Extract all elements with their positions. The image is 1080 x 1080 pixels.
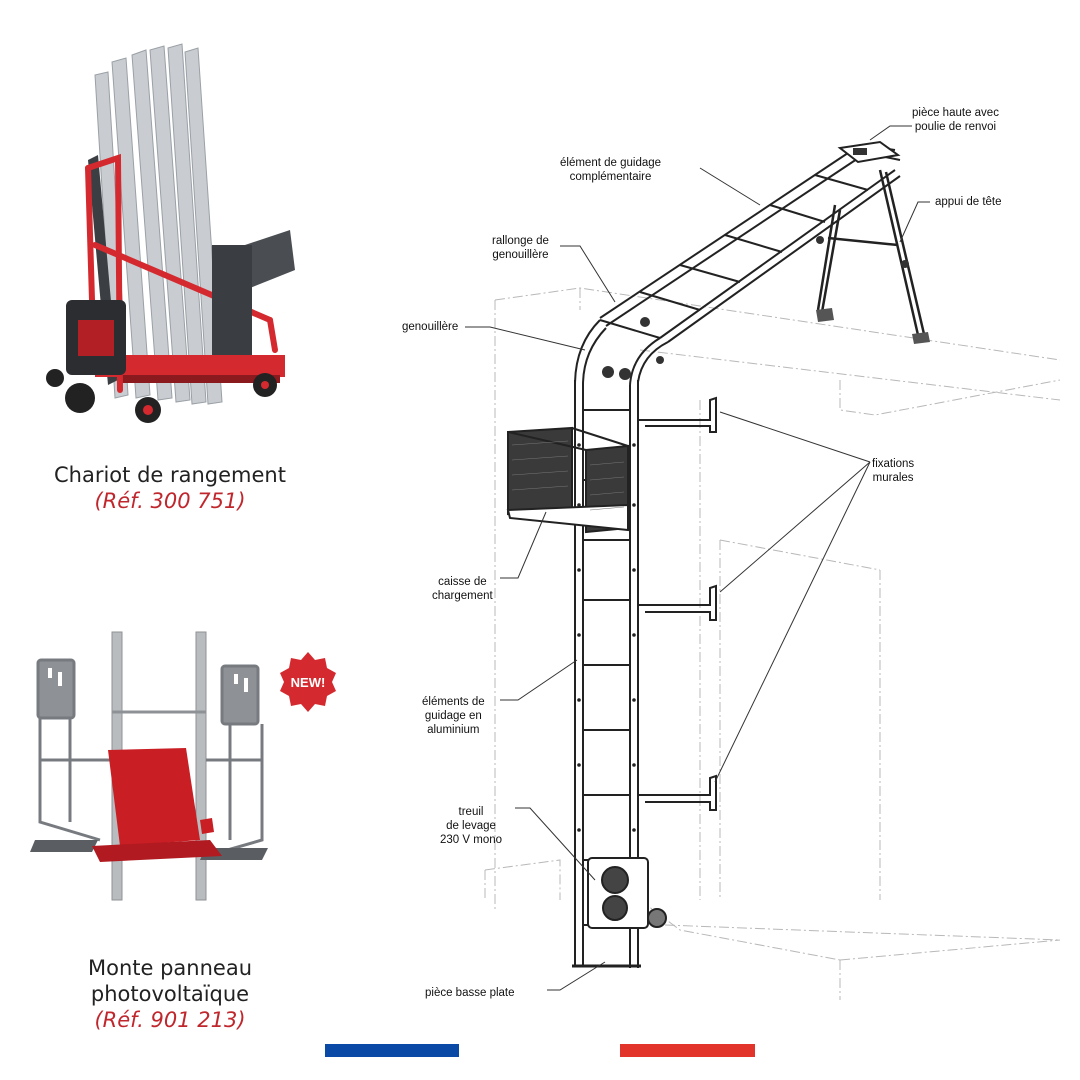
new-badge: NEW! <box>291 675 326 690</box>
pv-lift-name-1: Monte panneau <box>87 956 253 980</box>
label-guidage-compl-2: complémentaire <box>569 171 652 183</box>
label-fixations-2: murales <box>872 472 914 484</box>
label-guidage-compl-1: élément de guidage <box>560 157 662 169</box>
label-rallonge: rallonge de genouillère <box>492 234 549 262</box>
label-elements-2: guidage en <box>424 710 482 722</box>
label-genouillere-text: genouillère <box>402 321 459 333</box>
label-elements-1: éléments de <box>422 696 485 708</box>
storage-cart-ref: (Réf. 300 751) <box>94 489 246 513</box>
new-badge-shape <box>280 652 336 712</box>
label-rallonge-1: rallonge de <box>492 235 549 247</box>
label-rallonge-2: genouillère <box>492 249 549 261</box>
label-caisse: caisse de chargement <box>432 575 493 603</box>
label-guidage-complementaire: élément de guidage complémentaire <box>560 156 661 184</box>
label-elements-guidage: éléments de guidage en aluminium <box>422 695 485 737</box>
label-appui-tete: appui de tête <box>935 195 1002 209</box>
label-piece-basse: pièce basse plate <box>425 986 515 1000</box>
flag-red-bar <box>620 1044 755 1057</box>
label-treuil: treuil de levage 230 V mono <box>440 805 502 847</box>
label-genouillere: genouillère <box>402 320 458 334</box>
label-piece-haute-1: pièce haute avec <box>912 107 999 119</box>
label-appui-tete-text: appui de tête <box>935 196 1002 208</box>
label-piece-haute-2: poulie de renvoi <box>914 121 997 133</box>
storage-cart-name: Chariot de rangement <box>54 463 286 487</box>
label-fixations: fixations murales <box>872 457 914 485</box>
pv-lift-name-2: photovoltaïque <box>90 982 250 1006</box>
pv-lift-ref: (Réf. 901 213) <box>94 1008 246 1032</box>
label-elements-3: aluminium <box>427 724 480 736</box>
storage-cart-caption: Chariot de rangement (Réf. 300 751) <box>40 462 300 514</box>
label-caisse-2: chargement <box>432 590 493 602</box>
label-piece-basse-text: pièce basse plate <box>425 987 515 999</box>
flag-blue-bar <box>325 1044 459 1057</box>
label-treuil-1: treuil <box>458 806 484 818</box>
label-fixations-1: fixations <box>872 458 915 470</box>
label-treuil-3: 230 V mono <box>440 834 503 846</box>
pv-lift-caption: Monte panneau photovoltaïque (Réf. 901 2… <box>40 955 300 1033</box>
label-caisse-1: caisse de <box>438 576 487 588</box>
label-treuil-2: de levage <box>446 820 496 832</box>
label-piece-haute: pièce haute avec poulie de renvoi <box>912 106 999 134</box>
